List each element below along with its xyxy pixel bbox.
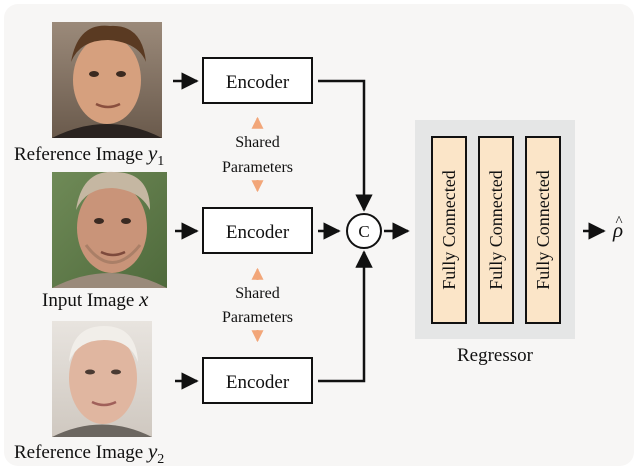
shared-parameters-2-line1: Shared xyxy=(235,285,279,302)
encoder-2: Encoder xyxy=(202,207,313,254)
reference-image-1 xyxy=(52,22,162,138)
fc-layer-2 xyxy=(478,136,514,324)
shared-parameters-1-line2: Parameters xyxy=(222,159,293,176)
reference-image-1-label: Reference Image y1 xyxy=(14,141,164,169)
encoder-1: Encoder xyxy=(202,57,313,104)
encoder-3: Encoder xyxy=(202,357,313,404)
concat-symbol: C xyxy=(358,222,369,241)
encoder-3-label: Encoder xyxy=(226,372,290,393)
fc-layer-3 xyxy=(525,136,561,324)
fc-layer-2-label: Fully Connected xyxy=(486,170,506,290)
input-image xyxy=(52,171,167,288)
concat-node: C xyxy=(346,213,382,249)
shared-parameters-2-line2: Parameters xyxy=(222,309,293,326)
reference-image-2 xyxy=(52,321,152,437)
arrow-encoder3-concat xyxy=(318,250,373,383)
fc-layer-3-label: Fully Connected xyxy=(533,170,553,290)
shared-parameters-1-line1: Shared xyxy=(235,134,279,151)
regressor-label: Regressor xyxy=(457,345,534,366)
arrow-encoder1-concat xyxy=(318,79,373,212)
fc-layer-1-label: Fully Connected xyxy=(439,170,459,290)
input-image-label: Input Image x xyxy=(42,287,149,311)
reference-image-2-label: Reference Image y2 xyxy=(14,439,164,467)
regressor-block: Fully Connected Fully Connected Fully Co… xyxy=(415,120,575,339)
encoder-2-label: Encoder xyxy=(226,222,290,243)
output-hat: ^ xyxy=(615,214,622,230)
encoder-1-label: Encoder xyxy=(226,72,290,93)
fc-layer-1 xyxy=(431,136,467,324)
output-rho: ρ xyxy=(612,218,623,242)
